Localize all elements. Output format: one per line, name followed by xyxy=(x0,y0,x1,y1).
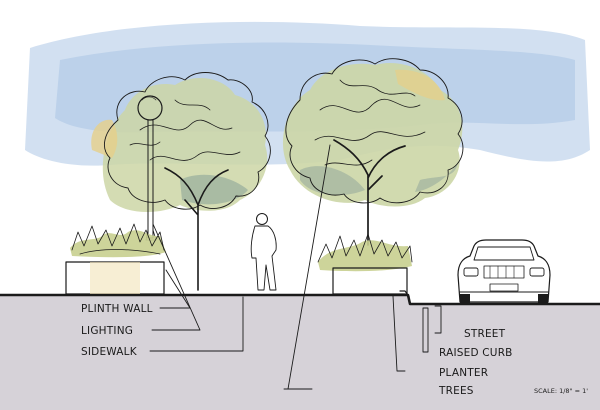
label-plinth-wall: PLINTH WALL xyxy=(81,303,153,315)
leader-street xyxy=(434,305,442,334)
label-street: STREET xyxy=(464,328,506,340)
planter-right xyxy=(317,233,413,295)
leader-lines xyxy=(149,144,442,390)
label-planter: PLANTER xyxy=(439,367,488,379)
leader-lighting xyxy=(151,223,201,331)
leader-sidewalk xyxy=(149,296,244,352)
planter-left xyxy=(65,223,166,295)
ground-section xyxy=(0,296,600,410)
car xyxy=(457,239,551,304)
tree-right xyxy=(282,58,464,246)
pedestrian-figure xyxy=(250,213,277,291)
label-trees: TREES xyxy=(438,385,474,397)
label-lighting: LIGHTING xyxy=(81,325,133,337)
leader-raised-curb xyxy=(422,307,429,353)
ground-line xyxy=(0,293,600,306)
leader-trees xyxy=(283,144,331,390)
tree-left xyxy=(91,72,271,291)
label-scale: SCALE: 1/8" = 1' xyxy=(534,387,588,395)
label-sidewalk: SIDEWALK xyxy=(81,346,138,358)
leader-planter xyxy=(392,295,406,372)
label-raised-curb: RAISED CURB xyxy=(439,347,513,359)
